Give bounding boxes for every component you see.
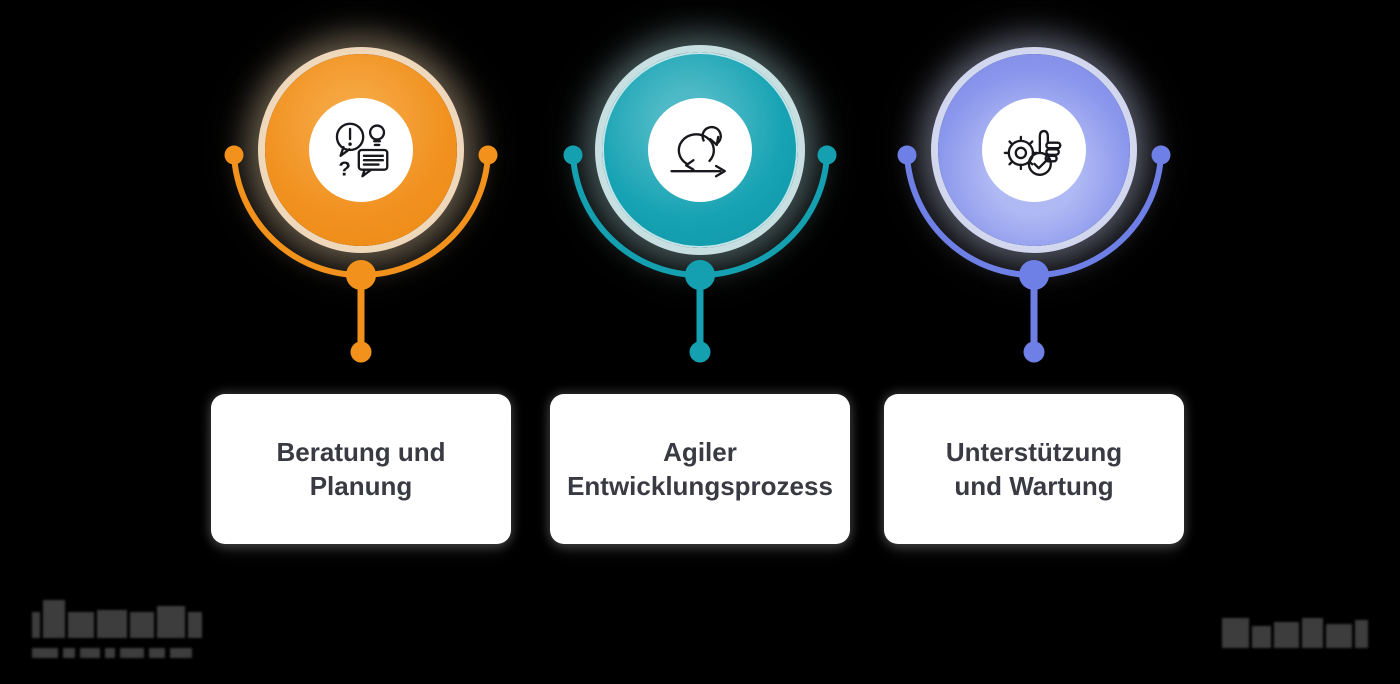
card-label-line: Planung: [309, 471, 413, 501]
connector-dot-center: [685, 260, 715, 290]
connector-dot-bottom: [350, 341, 372, 363]
connector-teal: [563, 145, 837, 363]
connector-dot-center: [346, 260, 376, 290]
card-label-line: und Wartung: [954, 471, 1114, 501]
card-label-line: Agiler: [663, 436, 737, 467]
label-card-agile: Agiler Entwicklungsprozess: [550, 394, 850, 544]
agile-sprint-cycle-icon: [670, 125, 726, 178]
connector-blue: [897, 145, 1171, 363]
connector-dot-right: [1151, 145, 1171, 165]
connector-dot-bottom: [1023, 341, 1045, 363]
connector-dot-bottom: [689, 341, 711, 363]
connector-dot-right: [817, 145, 837, 165]
card-label-line: Entwicklungsprozess: [567, 471, 833, 501]
svg-text:?: ?: [338, 159, 350, 181]
connector-dot-left: [897, 145, 917, 165]
icon-circle: [982, 98, 1086, 202]
footer-left-logo-blurred: [32, 600, 202, 662]
icon-circle: ?: [309, 98, 413, 202]
card-label-line: Beratung und: [276, 436, 446, 467]
icon-circle: [648, 98, 752, 202]
connector-dot-left: [563, 145, 583, 165]
consultation-speech-bubbles-icon: ?: [335, 122, 389, 181]
card-label-line: Unterstützung: [945, 436, 1123, 467]
connector-dot-left: [224, 145, 244, 165]
connector-dot-center: [1019, 260, 1049, 290]
label-card-support: Unterstützung und Wartung: [884, 394, 1184, 544]
connector-orange: [224, 145, 498, 363]
label-card-consulting: Beratung und Planung: [211, 394, 511, 544]
connector-dot-right: [478, 145, 498, 165]
gear-thumbs-up-check-icon: [1003, 129, 1062, 176]
footer-right-logo-blurred: [1222, 616, 1368, 650]
